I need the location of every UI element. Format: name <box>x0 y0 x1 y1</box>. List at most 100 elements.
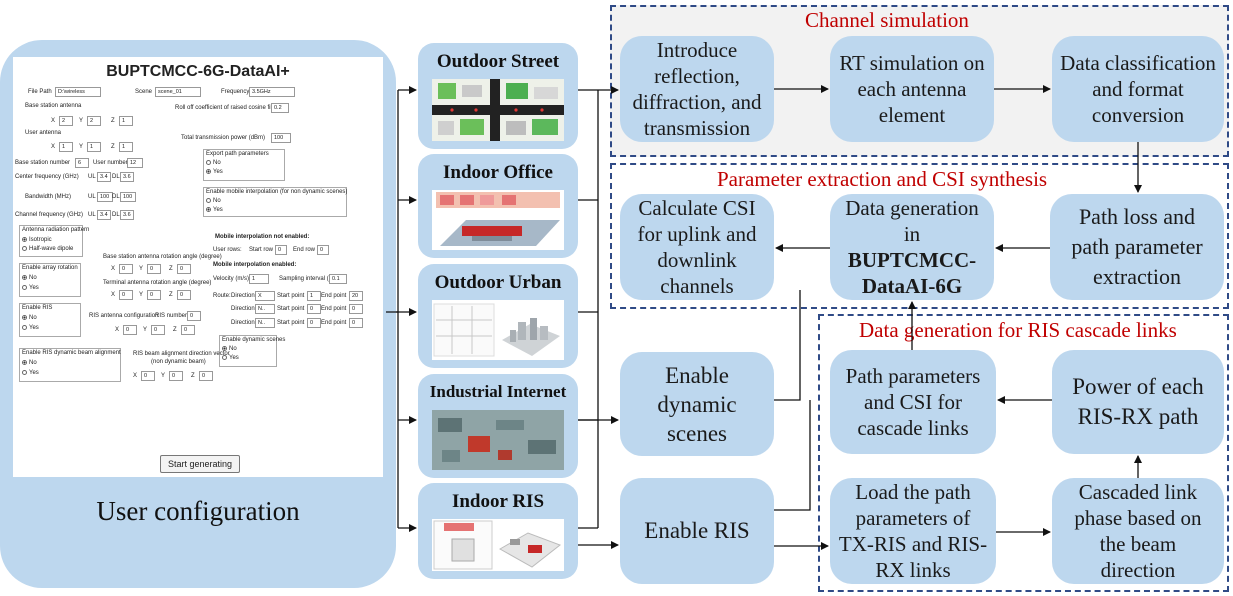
ris-x-input[interactable]: 0 <box>123 325 137 335</box>
start-point-input-3[interactable]: 0 <box>307 318 321 328</box>
ch-dl-input[interactable]: 3.6 <box>120 210 134 220</box>
end-row-input[interactable]: 0 <box>317 245 329 255</box>
user-number-input[interactable]: 12 <box>127 158 143 168</box>
direction-label-1: Direction <box>231 293 255 299</box>
ris-dyn-no-option[interactable]: No <box>22 360 37 366</box>
export-yes-option[interactable]: Yes <box>206 169 223 175</box>
array-yes-label: Yes <box>29 285 39 292</box>
bs-x-input[interactable]: 2 <box>59 116 73 126</box>
dyn-no-option[interactable]: No <box>222 346 237 352</box>
ue-rot-y-input[interactable]: 0 <box>147 290 161 300</box>
ue-z-input[interactable]: 1 <box>119 142 133 152</box>
cf-ul-input[interactable]: 3.4 <box>97 172 111 182</box>
ue-rot-x-input[interactable]: 0 <box>119 290 133 300</box>
bs-rot-x-input[interactable]: 0 <box>119 264 133 274</box>
ue-x-input[interactable]: 1 <box>59 142 73 152</box>
beam-z-label: Z <box>191 373 195 379</box>
bs-y-input[interactable]: 2 <box>87 116 101 126</box>
scene-label: Industrial Internet <box>429 382 567 401</box>
route-label: Route: <box>213 293 231 299</box>
dyn-yes-option[interactable]: Yes <box>222 355 239 361</box>
ris-yes-label: Yes <box>29 325 39 332</box>
radio-icon <box>22 246 27 251</box>
array-yes-option[interactable]: Yes <box>22 285 39 291</box>
ris-no-option[interactable]: No <box>22 315 37 321</box>
industrial-internet-image <box>432 410 564 470</box>
ris-y-input[interactable]: 0 <box>151 325 165 335</box>
direction-select-3[interactable]: N.. <box>255 318 275 328</box>
bw-dl-input[interactable]: 100 <box>120 192 136 202</box>
export-path-group <box>203 149 285 181</box>
enable-dynamic-scenes-box: Enable dynamic scenes <box>620 352 774 456</box>
end-point-input-1[interactable]: 20 <box>349 291 363 301</box>
factory-floor-icon <box>432 410 564 470</box>
bs-rot-y-input[interactable]: 0 <box>147 264 161 274</box>
indoor-office-image <box>432 190 564 250</box>
office-floorplan-icon <box>436 192 560 246</box>
end-point-input-2[interactable]: 0 <box>349 304 363 314</box>
ris-number-input[interactable]: 0 <box>187 311 201 321</box>
terminal-rotation-label: Terminal antenna rotation angle (degree) <box>103 280 212 286</box>
path-loss-box: Path loss and path parameter extraction <box>1050 194 1224 300</box>
direction-select-1[interactable]: X <box>255 291 275 301</box>
start-generating-button[interactable]: Start generating <box>160 455 240 473</box>
radio-selected-icon <box>22 315 27 320</box>
ue-y-input[interactable]: 1 <box>87 142 101 152</box>
frequency-input[interactable]: 3.5GHz <box>249 87 295 97</box>
start-point-input-2[interactable]: 0 <box>307 304 321 314</box>
bs-z-input[interactable]: 1 <box>119 116 133 126</box>
array-no-option[interactable]: No <box>22 275 37 281</box>
interp-no-label: No <box>213 198 221 205</box>
file-path-input[interactable]: D:\wireless <box>55 87 101 97</box>
end-point-label-1: End point <box>321 293 347 299</box>
start-row-input[interactable]: 0 <box>275 245 287 255</box>
start-point-input-1[interactable]: 1 <box>307 291 321 301</box>
velocity-input[interactable]: 1 <box>249 274 269 284</box>
ue-rot-z-input[interactable]: 0 <box>177 290 191 300</box>
frequency-label: Frequency <box>221 89 250 95</box>
scene-label: Outdoor Street <box>436 51 560 72</box>
sampling-label: Sampling interval (s) <box>279 276 334 282</box>
bs-rot-z-input[interactable]: 0 <box>177 264 191 274</box>
bs-number-input[interactable]: 6 <box>75 158 89 168</box>
beam-z-input[interactable]: 0 <box>199 371 213 381</box>
bs-z-label: Z <box>111 118 115 124</box>
interp-yes-option[interactable]: Yes <box>206 207 223 213</box>
user-number-label: User number <box>93 160 128 166</box>
cf-dl-input[interactable]: 3.6 <box>120 172 134 182</box>
direction-select-2[interactable]: N.. <box>255 304 275 314</box>
ch-ul-input[interactable]: 3.4 <box>97 210 111 220</box>
ris-yes-option[interactable]: Yes <box>22 325 39 331</box>
total-power-label: Total transmission power (dBm) <box>181 135 266 141</box>
scene-indoor-office: Indoor Office <box>418 154 578 258</box>
halfwave-option[interactable]: Half-wave dipole <box>22 246 73 252</box>
ris-dyn-yes-option[interactable]: Yes <box>22 370 39 376</box>
total-power-input[interactable]: 100 <box>271 133 291 143</box>
ris-dyn-yes-label: Yes <box>29 370 39 377</box>
beam-y-input[interactable]: 0 <box>169 371 183 381</box>
isotropic-option[interactable]: Isotropic <box>22 237 52 243</box>
ue-rot-y-label: Y <box>139 292 144 298</box>
velocity-label: Velocity (m/s) <box>213 276 250 282</box>
calculate-csi-box: Calculate CSI for uplink and downlink ch… <box>620 194 774 300</box>
bw-ul-input[interactable]: 100 <box>97 192 113 202</box>
radio-selected-icon <box>222 346 227 351</box>
bs-x-label: X <box>51 118 56 124</box>
end-point-input-3[interactable]: 0 <box>349 318 363 328</box>
interp-no-option[interactable]: No <box>206 198 221 204</box>
export-no-label: No <box>213 160 221 167</box>
beam-x-input[interactable]: 0 <box>141 371 155 381</box>
isotropic-label: Isotropic <box>29 237 52 244</box>
power-ris-rx-box: Power of each RIS-RX path <box>1052 350 1224 454</box>
bs-rotation-label: Base station antenna rotation angle (deg… <box>103 254 222 260</box>
export-no-option[interactable]: No <box>206 160 221 166</box>
ris-y-label: Y <box>143 327 148 333</box>
bs-antenna-label: Base station antenna <box>25 103 82 109</box>
scene-input[interactable]: scene_01 <box>155 87 201 97</box>
user-rows-label: User rows: <box>213 247 242 253</box>
sampling-input[interactable]: 0.1 <box>329 274 347 284</box>
bandwidth-label: Bandwidth (MHz) <box>25 194 72 200</box>
direction-label-3: Direction <box>231 320 255 326</box>
rolloff-input[interactable]: 0.2 <box>271 103 289 113</box>
ris-z-input[interactable]: 0 <box>181 325 195 335</box>
